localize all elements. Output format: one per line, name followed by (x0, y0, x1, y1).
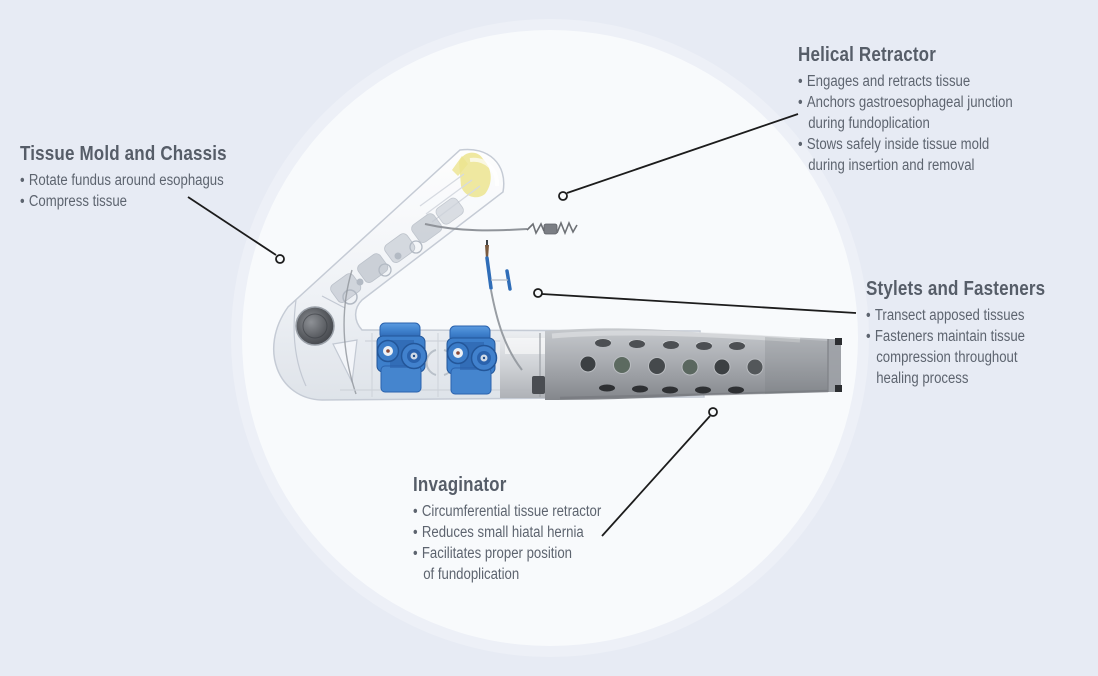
leader-tissue-mold (187, 196, 285, 264)
shaft-holes-top (595, 338, 745, 350)
shaft-holes-middle (579, 355, 764, 376)
bullet-item: •Circumferential tissue retractor (413, 503, 602, 520)
arm-mechanism (330, 197, 464, 305)
leader-dot-tissue-mold (275, 254, 285, 264)
chassis-details (293, 269, 358, 395)
shaft-highlight (551, 330, 801, 343)
tip-sheen (469, 157, 500, 187)
internal-cable (343, 269, 357, 395)
shaft-end-cap (828, 339, 841, 392)
bullet-continuation: of fundoplication (423, 566, 520, 583)
bullet-glyph: • (866, 328, 871, 345)
bullet-glyph: • (866, 307, 871, 324)
invaginator-shaft (545, 328, 842, 400)
bullet-glyph: • (413, 503, 418, 520)
bullet-item: •Reduces small hiatal hernia (413, 524, 584, 541)
bullet-item: •Compress tissue (20, 193, 127, 210)
leader-stylets (533, 288, 857, 314)
connector-block (532, 376, 545, 394)
bullet-item: •Rotate fundus around esophagus (20, 172, 224, 189)
leader-lines (187, 113, 857, 537)
bullet-item: •Facilitates proper position (413, 545, 573, 562)
callout-helical-title: Helical Retractor (798, 44, 937, 66)
bullet-item: •Engages and retracts tissue (798, 73, 971, 90)
callout-stylets-fasteners: Stylets and Fasteners •Transect apposed … (866, 278, 1098, 389)
callout-invaginator: Invaginator •Circumferential tissue retr… (413, 474, 685, 585)
stylets-and-fasteners-parts (485, 240, 523, 371)
leader-dot-invaginator (708, 407, 718, 417)
callout-invaginator-title: Invaginator (413, 474, 507, 496)
bullet-glyph: • (798, 136, 803, 153)
bullet-item: •Stows safely inside tissue mold (798, 136, 990, 153)
bullet-glyph: • (413, 524, 418, 541)
blue-clamp-right (446, 325, 498, 395)
bullet-glyph: • (413, 545, 418, 562)
bullet-continuation: healing process (876, 370, 969, 387)
helical-retractor-wire (424, 220, 578, 236)
chassis-metal-hub (295, 306, 335, 346)
blue-clamp-left (376, 322, 428, 393)
bullet-glyph: • (20, 193, 25, 210)
bullet-item: •Transect apposed tissues (866, 307, 1025, 324)
fastener-right (505, 269, 512, 291)
bullet-continuation: compression throughout (876, 349, 1018, 366)
helix-coil (556, 220, 578, 236)
bullet-continuation: during fundoplication (808, 115, 930, 132)
bullet-glyph: • (798, 73, 803, 90)
leader-dot-helical (558, 191, 568, 201)
callout-tissue-mold: Tissue Mold and Chassis •Rotate fundus a… (20, 143, 292, 212)
bullet-item: •Anchors gastroesophageal junction (798, 94, 1013, 111)
device-illustration (273, 148, 842, 401)
bullet-item: •Fasteners maintain tissue (866, 328, 1025, 345)
leader-dot-stylets (533, 288, 543, 298)
stylet-wire (490, 289, 523, 371)
bullet-glyph: • (798, 94, 803, 111)
bullet-glyph: • (20, 172, 25, 189)
callout-tissue-mold-title: Tissue Mold and Chassis (20, 143, 227, 165)
fastener-left (485, 256, 493, 290)
stylet-tip (485, 245, 489, 259)
callout-helical-retractor: Helical Retractor •Engages and retracts … (798, 44, 1070, 176)
leader-invaginator (601, 407, 718, 537)
bullet-continuation: during insertion and removal (808, 157, 975, 174)
shaft-holes-bottom (599, 384, 744, 394)
callout-stylets-title: Stylets and Fasteners (866, 278, 1046, 300)
tip-yellow-tab (452, 156, 468, 176)
leader-helical-retractor (558, 113, 799, 201)
